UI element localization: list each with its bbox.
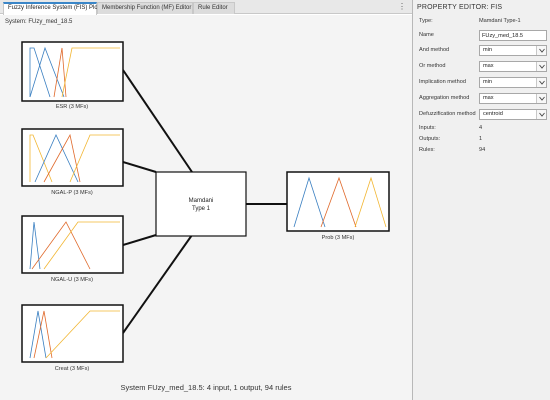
ngal-u-mf-1 xyxy=(29,221,41,270)
esr-mf-2 xyxy=(53,47,67,98)
property-editor-title: PROPERTY EDITOR: FIS xyxy=(417,4,503,11)
input-ngal-u[interactable]: NGAL-U (3 MFs) xyxy=(21,215,124,283)
input-creat[interactable]: Creat (3 MFs) xyxy=(21,304,124,372)
aggregation-method-select[interactable]: max xyxy=(479,93,547,104)
prop-row-rules: Rules: 94 xyxy=(413,145,550,157)
prop-row-outputs: Outputs: 1 xyxy=(413,134,550,146)
outputs-label: Outputs: xyxy=(419,136,441,142)
prop-row-implication: Implication method min xyxy=(413,77,550,89)
connector-esr xyxy=(122,69,193,173)
input-ngal-u-label: NGAL-U (3 MFs) xyxy=(51,277,93,283)
output-prob[interactable]: Prob (3 MFs) xyxy=(286,171,390,241)
engine-box[interactable] xyxy=(155,171,247,237)
property-editor-panel: PROPERTY EDITOR: FIS Type: Mamdani Type-… xyxy=(413,0,550,400)
and-method-value: min xyxy=(483,47,493,53)
prob-mf-3 xyxy=(354,176,387,228)
defuzzification-method-select[interactable]: centroid xyxy=(479,109,547,120)
esr-mf-1 xyxy=(29,46,65,98)
esr-mf-1b xyxy=(29,47,51,98)
chevron-down-icon[interactable] xyxy=(536,78,546,87)
inputs-label: Inputs: xyxy=(419,125,436,131)
chevron-down-icon[interactable] xyxy=(536,62,546,71)
creat-mf-1 xyxy=(29,310,47,359)
system-name-label: System: FUzy_med_18.5 xyxy=(5,19,73,25)
or-method-select[interactable]: max xyxy=(479,61,547,72)
engine-type-line1: Mamdani xyxy=(189,198,214,204)
rules-label: Rules: xyxy=(419,147,435,153)
fis-plot-area: System: FUzy_med_18.5 Mamdani Type 1 ESR… xyxy=(0,15,412,400)
tab-rule-editor[interactable]: Rule Editor xyxy=(193,2,235,14)
or-method-value: max xyxy=(483,63,494,69)
chevron-down-icon[interactable] xyxy=(536,94,546,103)
chevron-down-icon[interactable] xyxy=(536,46,546,55)
input-ngal-p-label: NGAL-P (3 MFs) xyxy=(51,190,93,196)
ngal-u-mf-3 xyxy=(43,221,120,270)
more-options-icon[interactable]: ⋮ xyxy=(398,2,406,11)
fis-diagram: Mamdani Type 1 ESR (3 MFs) NGAL-P (3 MFs… xyxy=(21,41,390,392)
or-method-label: Or method xyxy=(419,63,446,69)
prop-row-or: Or method max xyxy=(413,61,550,73)
connector-creat xyxy=(122,234,193,334)
name-label: Name xyxy=(419,32,434,38)
input-creat-label: Creat (3 MFs) xyxy=(55,366,90,372)
esr-mf-3 xyxy=(61,47,120,98)
type-value: Mamdani Type-1 xyxy=(479,18,521,24)
outputs-value: 1 xyxy=(479,136,483,142)
name-input[interactable] xyxy=(479,30,547,41)
tab-mf-editor[interactable]: Membership Function (MF) Editor xyxy=(97,2,193,14)
prob-mf-2 xyxy=(320,176,357,228)
input-esr-label: ESR (3 MFs) xyxy=(56,104,88,110)
system-summary: System FUzy_med_18.5: 4 input, 1 output,… xyxy=(121,383,292,392)
defuzzification-method-label: Defuzzification method xyxy=(419,111,476,117)
type-label: Type: xyxy=(419,18,433,24)
ngal-p-mf-2 xyxy=(34,134,79,183)
input-esr-box[interactable] xyxy=(21,41,124,102)
output-prob-label: Prob (3 MFs) xyxy=(322,235,355,241)
implication-method-value: min xyxy=(483,79,493,85)
and-method-select[interactable]: min xyxy=(479,45,547,56)
aggregation-method-label: Aggregation method xyxy=(419,95,470,101)
prob-mf-1 xyxy=(293,176,326,228)
prop-row-aggregation: Aggregation method max xyxy=(413,93,550,105)
ngal-p-mf-1 xyxy=(29,134,53,183)
inputs-value: 4 xyxy=(479,125,483,131)
input-ngal-p[interactable]: NGAL-P (3 MFs) xyxy=(21,128,124,196)
creat-mf-3 xyxy=(45,310,120,359)
tab-fis-plot[interactable]: Fuzzy Inference System (FIS) Plot xyxy=(3,2,99,15)
tab-bar: Fuzzy Inference System (FIS) Plot Member… xyxy=(0,0,412,15)
prop-row-type: Type: Mamdani Type-1 xyxy=(413,16,550,28)
and-method-label: And method xyxy=(419,47,450,53)
panel-divider[interactable] xyxy=(412,0,413,400)
defuzzification-method-value: centroid xyxy=(483,111,503,117)
aggregation-method-value: max xyxy=(483,95,494,101)
ngal-p-mf-4 xyxy=(69,134,120,183)
input-esr[interactable]: ESR (3 MFs) xyxy=(21,41,124,110)
chevron-down-icon[interactable] xyxy=(536,110,546,119)
connector-ngal-u xyxy=(122,234,157,246)
prop-row-and: And method min xyxy=(413,45,550,57)
ngal-u-mf-2 xyxy=(31,221,91,270)
input-ngal-u-box[interactable] xyxy=(21,215,124,274)
creat-mf-2 xyxy=(33,310,53,359)
connector-ngal-p xyxy=(122,161,157,173)
rules-value: 94 xyxy=(479,147,486,153)
prop-row-name: Name xyxy=(413,30,550,42)
prop-row-defuzzification: Defuzzification method centroid xyxy=(413,109,550,121)
implication-method-label: Implication method xyxy=(419,79,466,85)
prop-row-inputs: Inputs: 4 xyxy=(413,123,550,135)
engine-type-line2: Type 1 xyxy=(192,206,211,212)
implication-method-select[interactable]: min xyxy=(479,77,547,88)
input-creat-box[interactable] xyxy=(21,304,124,363)
